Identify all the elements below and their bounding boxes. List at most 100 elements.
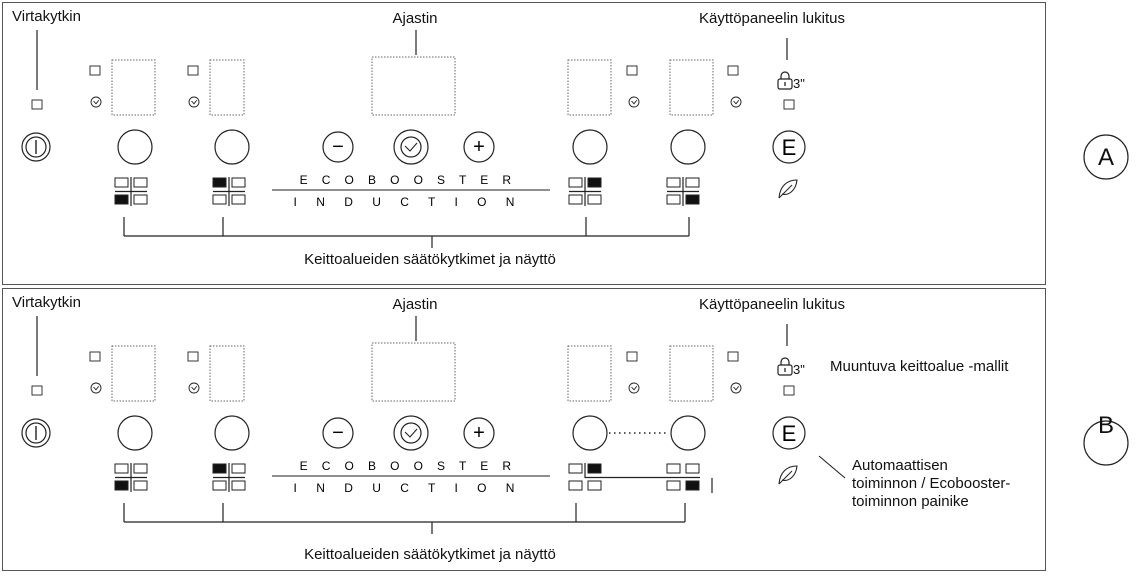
auto-eco-leader-line <box>818 455 846 479</box>
indicator-cell <box>133 177 148 188</box>
power-button-outer <box>21 418 51 448</box>
panel-letter-circle <box>1083 134 1129 180</box>
eco-button <box>772 130 806 164</box>
induction-text: I N D U C T I O N <box>294 195 523 209</box>
clock-face <box>188 382 200 394</box>
lock-body <box>777 364 793 376</box>
leaf-vein <box>778 184 793 199</box>
zone4-knob <box>670 129 706 165</box>
indicator-square <box>727 65 739 76</box>
clock-hands <box>733 99 740 105</box>
minus-button <box>322 417 354 449</box>
clock-hands <box>93 385 100 391</box>
zones-bracket <box>123 503 686 534</box>
lock-label: Käyttöpaneelin lukitus <box>699 296 845 313</box>
clock-icon <box>730 96 742 108</box>
indicator-cell <box>587 177 602 188</box>
zone2-display <box>209 59 245 116</box>
eco-booster-text: E C O B O O S T E R <box>300 459 517 473</box>
panel-b-letter: B <box>1097 412 1115 439</box>
clock-hands <box>93 99 100 105</box>
zone2-indicator-grid <box>212 177 246 206</box>
zones-label: Keittoalueiden säätökytkimet ja näyttö <box>304 251 556 268</box>
zone1-display <box>111 59 156 116</box>
zone1-knob <box>117 415 153 451</box>
lock-shackle <box>780 357 790 365</box>
lock-icon <box>777 357 793 376</box>
clock-icon <box>188 96 200 108</box>
zone2-knob <box>214 129 250 165</box>
indicator-cell <box>212 480 227 491</box>
timer-button-outer <box>393 129 429 165</box>
plus-icon: + <box>473 422 485 444</box>
indicator-cell <box>666 463 681 474</box>
timer-display <box>371 342 456 402</box>
indicator-cell <box>133 463 148 474</box>
zone3-display <box>567 345 612 402</box>
lock-time-label: 3" <box>793 76 805 91</box>
auto-eco-line-2: toiminnon / Ecobooster- <box>852 475 1011 492</box>
panel-a-letter: A <box>1097 144 1115 171</box>
clock-face <box>90 96 102 108</box>
panel-letter-circle <box>1083 420 1129 466</box>
plus-icon: + <box>473 136 485 158</box>
clock-hands <box>191 99 198 105</box>
panel-b: −+EE C O B O O S T E RI N D U C T I O N <box>2 288 1129 571</box>
power-switch-label: Virtakytkin <box>12 294 81 311</box>
leaf-outline <box>778 465 798 485</box>
lock-shackle <box>780 71 790 79</box>
indicator-cell <box>231 194 246 205</box>
clock-icon <box>90 382 102 394</box>
auto-eco-button-label: Automaattisen toiminnon / Ecobooster- to… <box>852 457 1052 511</box>
eco-booster-text: E C O B O O S T E R <box>300 173 517 187</box>
indicator-square <box>727 351 739 362</box>
clock-hands <box>631 385 638 391</box>
clock-face <box>628 96 640 108</box>
clock-face <box>730 96 742 108</box>
clock-hands <box>733 385 740 391</box>
timer-button-inner <box>400 136 422 158</box>
timer-display <box>371 56 456 116</box>
indicator-cell <box>114 463 129 474</box>
indicator-cell <box>114 194 129 205</box>
indicator-square <box>187 65 199 76</box>
timer-clock-hands <box>404 428 418 438</box>
lock-indicator <box>783 99 795 110</box>
indicator-square <box>626 65 638 76</box>
indicator-cell <box>212 463 227 474</box>
minus-button <box>322 131 354 163</box>
power-indicator <box>31 385 43 396</box>
zone4-knob <box>670 415 706 451</box>
indicator-cell <box>685 463 700 474</box>
timer-clock-hands <box>404 142 418 152</box>
eco-key-icon: E <box>782 421 797 446</box>
indicator-square <box>89 351 101 362</box>
zone1-indicator-grid <box>114 463 148 492</box>
panel-border <box>2 288 1046 571</box>
lock-time-label: 3" <box>793 362 805 377</box>
clock-hands <box>191 385 198 391</box>
indicator-square <box>89 65 101 76</box>
zone4-indicator-grid <box>666 177 700 206</box>
auto-eco-line-1: Automaattisen <box>852 457 948 474</box>
zone4-display <box>669 345 714 402</box>
clock-icon <box>628 96 640 108</box>
indicator-cell <box>685 177 700 188</box>
zone3-knob <box>572 415 608 451</box>
power-switch-label: Virtakytkin <box>12 8 81 25</box>
indicator-cell <box>587 480 602 491</box>
panel-a: −+EE C O B O O S T E RI N D U C T I O N <box>2 2 1129 285</box>
eco-key-icon: E <box>782 135 797 160</box>
power-button-outer <box>21 132 51 162</box>
zone2-display <box>209 345 245 402</box>
indicator-square <box>626 351 638 362</box>
zone1-indicator-grid <box>114 177 148 206</box>
indicator-square <box>187 351 199 362</box>
indicator-cell <box>212 194 227 205</box>
indicator-cell <box>568 194 583 205</box>
clock-icon <box>188 382 200 394</box>
indicator-cell <box>685 194 700 205</box>
bridge-indicator-grid <box>568 463 713 493</box>
indicator-cell <box>133 480 148 491</box>
